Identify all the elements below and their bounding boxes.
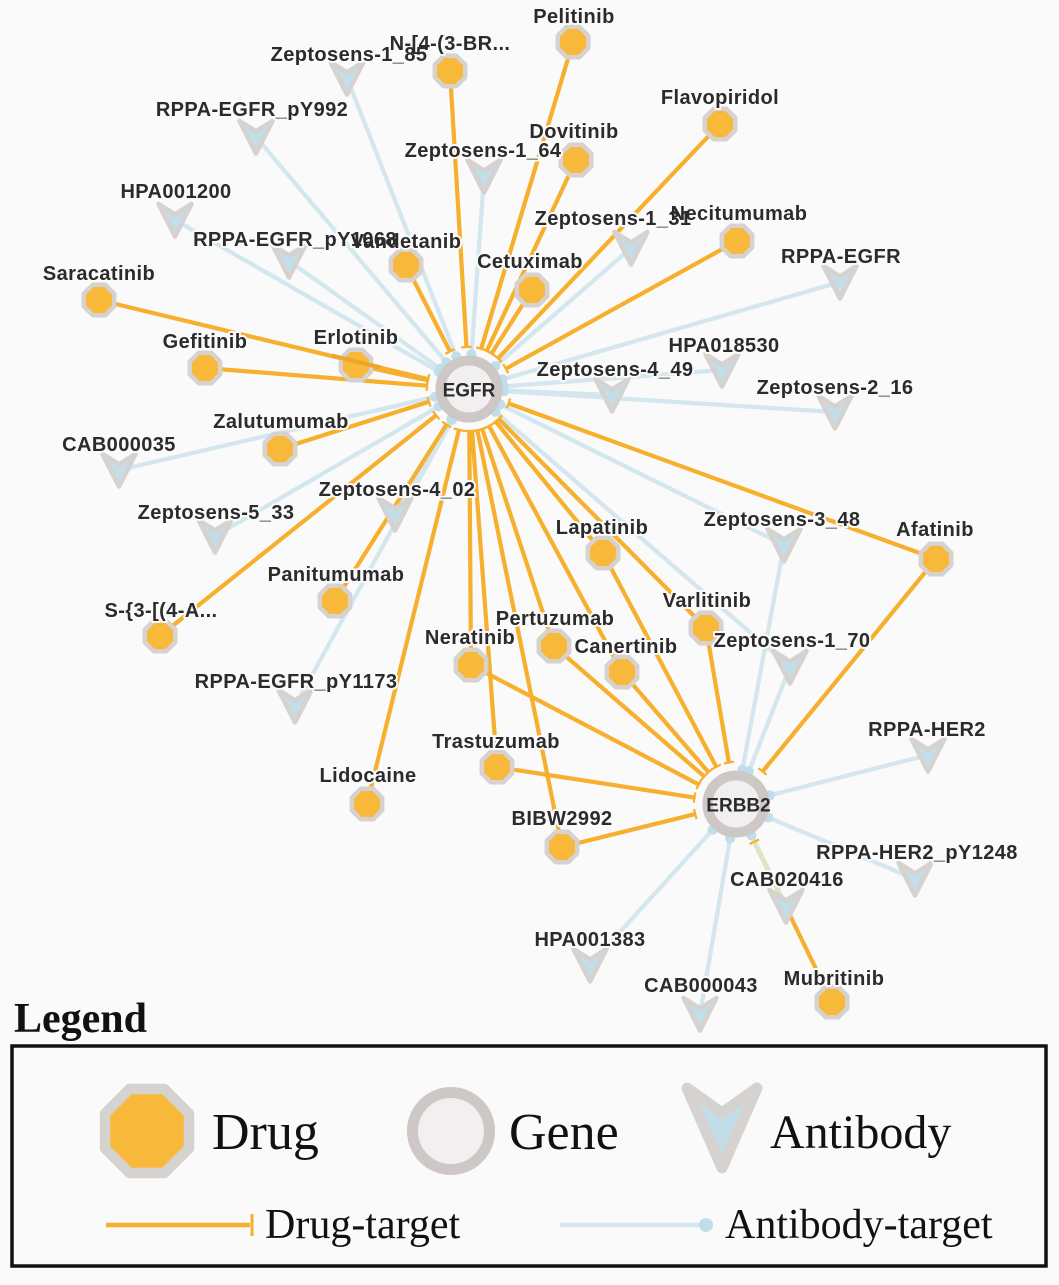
- svg-text:Canertinib: Canertinib: [575, 636, 678, 658]
- svg-text:Zeptosens-4_02: Zeptosens-4_02: [319, 479, 476, 501]
- svg-text:Zeptosens-1_70: Zeptosens-1_70: [714, 630, 871, 652]
- svg-text:Antibody: Antibody: [770, 1106, 951, 1159]
- svg-text:HPA018530: HPA018530: [668, 335, 779, 357]
- svg-text:Cetuximab: Cetuximab: [477, 251, 583, 273]
- svg-text:Neratinib: Neratinib: [425, 627, 515, 649]
- svg-text:Necitumumab: Necitumumab: [671, 203, 808, 225]
- svg-text:Antibody-target: Antibody-target: [725, 1202, 993, 1248]
- svg-text:Zeptosens-3_48: Zeptosens-3_48: [704, 509, 861, 531]
- svg-text:Zeptosens-1_31: Zeptosens-1_31: [535, 208, 692, 230]
- svg-text:Cetuximab: Cetuximab: [477, 251, 583, 273]
- svg-text:Lidocaine: Lidocaine: [320, 765, 417, 787]
- svg-text:Zalutumumab: Zalutumumab: [213, 411, 349, 433]
- svg-text:RPPA-EGFR_pY1173: RPPA-EGFR_pY1173: [195, 671, 398, 693]
- svg-text:RPPA-EGFR_pY1068: RPPA-EGFR_pY1068: [193, 229, 397, 251]
- svg-text:Zeptosens-4_49: Zeptosens-4_49: [537, 359, 694, 381]
- svg-text:Zeptosens-5_33: Zeptosens-5_33: [138, 502, 295, 524]
- svg-text:Zeptosens-2_16: Zeptosens-2_16: [757, 377, 914, 399]
- svg-text:Erlotinib: Erlotinib: [314, 327, 399, 349]
- svg-text:Zeptosens-1_64: Zeptosens-1_64: [405, 140, 562, 162]
- svg-text:HPA018530: HPA018530: [668, 335, 779, 357]
- svg-text:BIBW2992: BIBW2992: [511, 808, 612, 830]
- svg-text:Zeptosens-1_64: Zeptosens-1_64: [405, 140, 562, 162]
- svg-text:Zeptosens-4_02: Zeptosens-4_02: [319, 479, 476, 501]
- svg-text:Canertinib: Canertinib: [575, 636, 678, 658]
- svg-text:Flavopiridol: Flavopiridol: [661, 87, 779, 109]
- svg-text:CAB000035: CAB000035: [62, 434, 176, 456]
- svg-text:Varlitinib: Varlitinib: [663, 590, 751, 612]
- svg-text:CAB020416: CAB020416: [730, 869, 844, 891]
- svg-text:Drug: Drug: [212, 1104, 319, 1161]
- svg-text:Flavopiridol: Flavopiridol: [661, 87, 779, 109]
- svg-text:Zeptosens-1_85: Zeptosens-1_85: [271, 44, 428, 66]
- svg-text:CAB020416: CAB020416: [730, 869, 844, 891]
- svg-text:RPPA-HER2_pY1248: RPPA-HER2_pY1248: [816, 842, 1018, 864]
- svg-text:Zeptosens-5_33: Zeptosens-5_33: [138, 502, 295, 524]
- svg-text:Lapatinib: Lapatinib: [556, 517, 649, 539]
- svg-text:N-[4-(3-BR...: N-[4-(3-BR...: [390, 33, 511, 55]
- svg-text:Pertuzumab: Pertuzumab: [496, 608, 614, 630]
- svg-text:Pelitinib: Pelitinib: [533, 6, 614, 28]
- svg-text:RPPA-HER2: RPPA-HER2: [868, 719, 986, 741]
- svg-text:Mubritinib: Mubritinib: [784, 968, 885, 990]
- svg-text:Afatinib: Afatinib: [896, 519, 974, 541]
- svg-text:Vandetanib: Vandetanib: [351, 231, 462, 253]
- svg-text:Neratinib: Neratinib: [425, 627, 515, 649]
- svg-text:Zeptosens-3_48: Zeptosens-3_48: [704, 509, 861, 531]
- svg-text:N-[4-(3-BR...: N-[4-(3-BR...: [390, 33, 511, 55]
- svg-text:Pelitinib: Pelitinib: [533, 6, 614, 28]
- svg-text:Vandetanib: Vandetanib: [351, 231, 462, 253]
- svg-text:CAB000043: CAB000043: [644, 975, 758, 997]
- svg-text:RPPA-EGFR_pY1173: RPPA-EGFR_pY1173: [195, 671, 398, 693]
- svg-text:RPPA-EGFR_pY992: RPPA-EGFR_pY992: [156, 99, 348, 121]
- svg-text:Saracatinib: Saracatinib: [43, 263, 155, 285]
- svg-text:RPPA-EGFR_pY992: RPPA-EGFR_pY992: [156, 99, 348, 121]
- svg-text:RPPA-EGFR: RPPA-EGFR: [781, 246, 901, 268]
- svg-text:Panitumumab: Panitumumab: [268, 564, 405, 586]
- svg-text:Lidocaine: Lidocaine: [320, 765, 417, 787]
- svg-text:Zeptosens-4_49: Zeptosens-4_49: [537, 359, 694, 381]
- svg-text:Gene: Gene: [509, 1104, 619, 1161]
- svg-text:CAB000035: CAB000035: [62, 434, 176, 456]
- svg-text:Panitumumab: Panitumumab: [268, 564, 405, 586]
- svg-text:CAB000043: CAB000043: [644, 975, 758, 997]
- svg-text:HPA001383: HPA001383: [534, 929, 645, 951]
- svg-text:Mubritinib: Mubritinib: [784, 968, 885, 990]
- svg-text:HPA001383: HPA001383: [534, 929, 645, 951]
- svg-text:Dovitinib: Dovitinib: [529, 121, 618, 143]
- svg-text:Zeptosens-1_85: Zeptosens-1_85: [271, 44, 428, 66]
- svg-text:BIBW2992: BIBW2992: [511, 808, 612, 830]
- svg-text:Varlitinib: Varlitinib: [663, 590, 751, 612]
- svg-text:Pertuzumab: Pertuzumab: [496, 608, 614, 630]
- svg-text:Zalutumumab: Zalutumumab: [213, 411, 349, 433]
- svg-text:ERBB2: ERBB2: [706, 796, 770, 817]
- svg-text:S-{3-[(4-A...: S-{3-[(4-A...: [105, 600, 218, 622]
- svg-text:Erlotinib: Erlotinib: [314, 327, 399, 349]
- svg-text:Zeptosens-1_70: Zeptosens-1_70: [714, 630, 871, 652]
- svg-text:HPA001200: HPA001200: [120, 181, 231, 203]
- svg-text:Lapatinib: Lapatinib: [556, 517, 649, 539]
- svg-text:Afatinib: Afatinib: [896, 519, 974, 541]
- svg-text:Trastuzumab: Trastuzumab: [432, 731, 560, 753]
- svg-text:Saracatinib: Saracatinib: [43, 263, 155, 285]
- svg-text:Drug-target: Drug-target: [265, 1202, 460, 1248]
- svg-text:Gefitinib: Gefitinib: [163, 331, 248, 353]
- svg-text:S-{3-[(4-A...: S-{3-[(4-A...: [105, 600, 218, 622]
- svg-text:EGFR: EGFR: [443, 381, 496, 402]
- svg-text:RPPA-HER2: RPPA-HER2: [868, 719, 986, 741]
- svg-text:Necitumumab: Necitumumab: [671, 203, 808, 225]
- svg-text:Dovitinib: Dovitinib: [529, 121, 618, 143]
- svg-text:Legend: Legend: [14, 996, 147, 1042]
- svg-text:Gefitinib: Gefitinib: [163, 331, 248, 353]
- svg-text:RPPA-HER2_pY1248: RPPA-HER2_pY1248: [816, 842, 1018, 864]
- svg-text:Zeptosens-2_16: Zeptosens-2_16: [757, 377, 914, 399]
- svg-text:HPA001200: HPA001200: [120, 181, 231, 203]
- svg-text:Zeptosens-1_31: Zeptosens-1_31: [535, 208, 692, 230]
- svg-text:RPPA-EGFR_pY1068: RPPA-EGFR_pY1068: [193, 229, 397, 251]
- svg-text:RPPA-EGFR: RPPA-EGFR: [781, 246, 901, 268]
- svg-text:Trastuzumab: Trastuzumab: [432, 731, 560, 753]
